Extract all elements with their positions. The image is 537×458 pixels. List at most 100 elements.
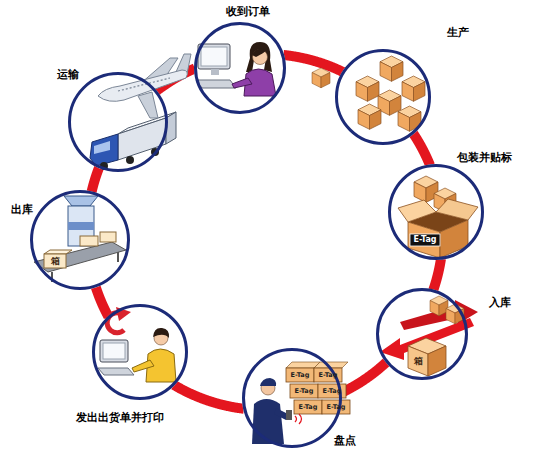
truck (118, 118, 166, 160)
tag-label: E-Tag (299, 404, 318, 411)
outbound-machine (34, 196, 126, 282)
production-boxes (402, 76, 425, 101)
process-circle: 发出出货单并打印 (92, 304, 188, 400)
circle-outline (244, 350, 341, 447)
tagged-box-wall (286, 362, 350, 414)
scanner-worker (252, 399, 284, 444)
ring-connector (341, 362, 386, 393)
inbound-boxes (408, 346, 428, 376)
packing-box (410, 234, 440, 246)
truck (90, 134, 118, 166)
order-clerk-figure (211, 69, 219, 75)
ring-connector (283, 55, 343, 72)
circle-ground (30, 22, 484, 448)
order-clerk-figure (246, 42, 272, 72)
truck (94, 141, 110, 154)
circle-ground (335, 49, 431, 145)
circle-outline (242, 348, 342, 448)
shipping-clerk-figure (98, 368, 134, 375)
truck (126, 156, 134, 164)
step-label: 收到订单 (226, 5, 270, 18)
airplane (138, 92, 158, 118)
airplane (98, 54, 191, 118)
packing-box (440, 220, 468, 258)
production-boxes (380, 56, 403, 81)
outbound-machine (44, 254, 66, 268)
shipping-clerk-figure (153, 328, 169, 338)
outbound-machine (80, 236, 98, 246)
order-clerk-figure (201, 47, 227, 66)
production-boxes (378, 90, 401, 115)
box-on-ring (312, 68, 330, 88)
box-label: 箱 (414, 357, 423, 366)
step-label: 发出出货单并打印 (76, 411, 164, 424)
outbound-machine (64, 196, 98, 206)
circle-outline (32, 192, 129, 289)
tagged-box-wall (286, 368, 314, 382)
order-clerk-figure (196, 80, 236, 88)
tag-label: E-Tag (295, 388, 314, 395)
tag-label: E-Tag (291, 372, 310, 379)
ring-connector (92, 168, 100, 192)
process-circle: 出库 (30, 190, 130, 290)
process-circle: 生产 (335, 49, 431, 145)
circle-outline (390, 166, 483, 259)
process-circle: 包装并贴标 (388, 164, 484, 260)
circle-ground (194, 22, 286, 114)
scanner-worker (274, 408, 288, 420)
box-on-ring (312, 68, 330, 88)
scanner-worker (260, 378, 276, 386)
circle-outline (92, 304, 188, 400)
circle-outline (196, 24, 285, 113)
circle-outline (30, 190, 130, 290)
tag-label: E-Tag (323, 388, 342, 395)
order-clerk-figure (196, 42, 276, 96)
order-clerk-figure (232, 78, 252, 88)
circle-outline (335, 49, 431, 145)
production-boxes (356, 76, 379, 101)
circle-outline (337, 51, 430, 144)
process-circle: 运输 (68, 72, 168, 172)
circle-ground (388, 164, 484, 260)
circle-outline (378, 290, 467, 379)
order-clerk-figure (252, 49, 267, 57)
production-boxes (358, 104, 381, 129)
order-clerk-figure (253, 50, 268, 65)
ring-connector (96, 287, 109, 317)
circle-ground (30, 190, 130, 290)
shipping-clerk-figure (100, 340, 128, 362)
order-clerk-figure (198, 44, 230, 69)
tag-label: E-Tag (413, 236, 436, 244)
tagged-box-wall (294, 400, 322, 414)
circle-ground (376, 288, 468, 380)
step-label: 生产 (447, 26, 469, 39)
ring-connector (413, 133, 430, 165)
step-label: 盘点 (334, 434, 356, 447)
circle-outline (376, 288, 468, 380)
tag-label: E-Tag (327, 404, 346, 411)
tag-label: E-Tag (319, 372, 338, 379)
circle-outline (388, 164, 484, 260)
step-label: 运输 (57, 68, 79, 81)
process-circle: 收到订单 (194, 22, 286, 114)
ring-connector (433, 259, 441, 290)
step-label: 出库 (11, 203, 33, 216)
circle-outline (94, 306, 187, 399)
shipping-clerk-figure (98, 328, 176, 382)
packing-box (436, 199, 478, 220)
scanner-worker (286, 410, 292, 420)
process-circle: 入库 (376, 288, 468, 380)
packing-box (398, 200, 436, 222)
step-label: 包装并贴标 (457, 151, 512, 164)
circle-outline (68, 72, 168, 172)
outbound-machine (68, 222, 94, 230)
scanner-worker (295, 416, 297, 422)
circle-outline (194, 22, 286, 114)
outbound-machine (44, 250, 72, 254)
outbound-machine (117, 252, 119, 262)
scanner-worker (299, 414, 302, 424)
shipping-clerk-figure (103, 343, 125, 359)
circle-ground (92, 304, 188, 400)
box-label: 箱 (51, 257, 60, 266)
